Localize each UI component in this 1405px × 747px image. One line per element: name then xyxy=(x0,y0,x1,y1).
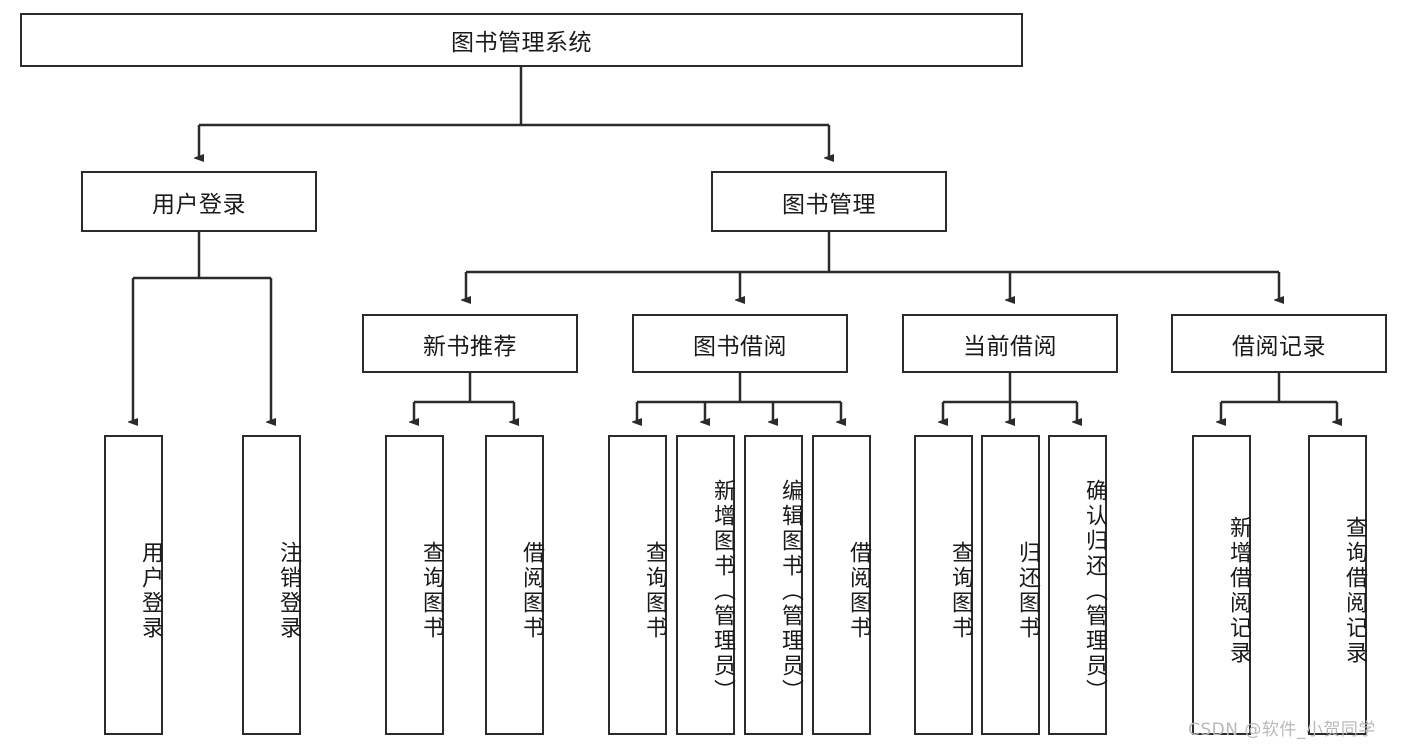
node-label: 用户登录 xyxy=(152,191,246,218)
leaf-recommend-borrow-book[interactable]: 借阅图书 xyxy=(485,435,544,735)
node-label: 新书推荐 xyxy=(423,333,517,360)
leaf-current-return-book[interactable]: 归还图书 xyxy=(981,435,1040,735)
node-label: 图书借阅 xyxy=(693,333,787,360)
node-label: 借阅图书 xyxy=(519,541,544,641)
node-current-borrow[interactable]: 当前借阅 xyxy=(902,314,1118,373)
leaf-borrow-query-book[interactable]: 查询图书 xyxy=(608,435,667,735)
node-label: 新增借阅记录 xyxy=(1226,516,1251,666)
node-label: 图书管理 xyxy=(782,191,876,218)
node-label: 注销登录 xyxy=(276,541,301,641)
node-user-login[interactable]: 用户登录 xyxy=(81,171,317,232)
node-label: 查询图书 xyxy=(948,541,973,641)
node-label: 新增图书（管理员） xyxy=(710,478,735,704)
node-book-borrow[interactable]: 图书借阅 xyxy=(632,314,848,373)
node-label: 查询图书 xyxy=(419,541,444,641)
node-label: 查询借阅记录 xyxy=(1342,516,1367,666)
leaf-recommend-query-book[interactable]: 查询图书 xyxy=(385,435,444,735)
node-borrow-record[interactable]: 借阅记录 xyxy=(1171,314,1387,373)
leaf-record-query-record[interactable]: 查询借阅记录 xyxy=(1308,435,1367,735)
node-label: 确认归还（管理员） xyxy=(1082,478,1107,704)
leaf-user-login-signin[interactable]: 用户登录 xyxy=(104,435,163,735)
leaf-borrow-borrow-book[interactable]: 借阅图书 xyxy=(812,435,871,735)
node-new-book-recommend[interactable]: 新书推荐 xyxy=(362,314,578,373)
leaf-record-add-record[interactable]: 新增借阅记录 xyxy=(1192,435,1251,735)
csdn-watermark: CSDN @软件_小贺同学 xyxy=(1188,720,1376,740)
leaf-current-query-book[interactable]: 查询图书 xyxy=(914,435,973,735)
node-label: 编辑图书（管理员） xyxy=(778,478,803,704)
node-label: 图书管理系统 xyxy=(451,30,592,56)
node-label: 用户登录 xyxy=(138,541,163,641)
leaf-current-confirm-return[interactable]: 确认归还（管理员） xyxy=(1048,435,1107,735)
node-label: 查询图书 xyxy=(642,541,667,641)
node-label: 当前借阅 xyxy=(963,333,1057,360)
node-book-management[interactable]: 图书管理 xyxy=(711,171,947,232)
node-label: 借阅图书 xyxy=(846,541,871,641)
leaf-borrow-add-book[interactable]: 新增图书（管理员） xyxy=(676,435,735,735)
node-root-system[interactable]: 图书管理系统 xyxy=(20,13,1023,67)
leaf-borrow-edit-book[interactable]: 编辑图书（管理员） xyxy=(744,435,803,735)
node-label: 借阅记录 xyxy=(1232,333,1326,360)
node-label: 归还图书 xyxy=(1015,541,1040,641)
leaf-user-login-signout[interactable]: 注销登录 xyxy=(242,435,301,735)
